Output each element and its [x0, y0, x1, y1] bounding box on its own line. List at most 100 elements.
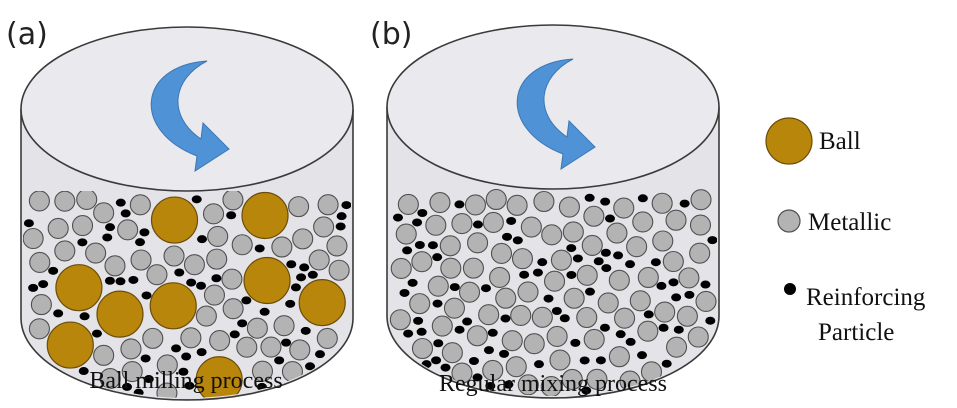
reinforcing-particle: [599, 323, 610, 332]
reinforcing-particle: [335, 222, 346, 231]
reinforcing-particle: [566, 244, 577, 253]
reinforcing-particle: [671, 293, 682, 302]
reinforcing-particle: [462, 317, 473, 326]
reinforcing-particle: [684, 290, 695, 299]
reinforcing-particle: [537, 258, 548, 267]
metallic-particle: [505, 356, 527, 378]
reinforcing-particle: [290, 283, 301, 292]
metallic-particle: [458, 281, 481, 303]
panel-b-label: (b): [370, 17, 412, 52]
metallic-particle: [156, 354, 178, 376]
reinforcing-particle: [135, 238, 146, 247]
container-outline: [386, 107, 720, 399]
reinforcing-particle: [503, 380, 514, 389]
reinforcing-particle: [506, 216, 517, 225]
metallic-particle: [209, 330, 231, 352]
legend-metallic-label: Metallic: [808, 209, 891, 236]
reinforcing-particle: [274, 356, 285, 365]
reinforcing-particle: [120, 209, 131, 218]
reinforcing-particle: [566, 270, 577, 279]
reinforcing-particle: [286, 260, 297, 269]
reinforcing-particle: [625, 260, 636, 269]
metallic-particle: [183, 254, 205, 276]
reinforcing-particle: [485, 381, 496, 390]
metallic-particle: [222, 191, 244, 211]
reinforcing-particle: [499, 349, 510, 358]
mixing-container: [386, 24, 720, 399]
reinforcing-particle: [581, 386, 592, 395]
legend-item-ball: Ball: [765, 117, 861, 165]
metallic-particle: [328, 259, 350, 281]
reinforcing-particle: [196, 348, 207, 357]
reinforcing-particle: [601, 264, 612, 273]
reinforcing-particle: [178, 367, 189, 376]
metallic-particle: [546, 325, 568, 348]
metallic-particle: [632, 211, 654, 233]
reinforcing-particle: [259, 307, 270, 316]
reinforcing-particle: [412, 218, 423, 227]
metallic-particle: [662, 250, 684, 273]
container-lid: [20, 26, 354, 192]
metallic-particle: [292, 228, 314, 250]
metallic-particle: [652, 230, 674, 252]
rotation-arrow: [150, 60, 230, 173]
metallic-particle: [120, 338, 142, 360]
reinforcing-particle: [417, 208, 428, 217]
metallic-particle: [540, 376, 562, 396]
metallic-particle: [142, 327, 164, 349]
ball-particle: [149, 282, 197, 330]
reinforcing-particle: [28, 283, 39, 292]
metallic-particle: [441, 342, 463, 364]
metallic-particle: [202, 203, 225, 225]
reinforcing-particle: [143, 375, 154, 384]
reinforcing-particle: [605, 214, 616, 223]
metallic-particle: [29, 251, 51, 273]
metallic-particle: [517, 281, 539, 303]
reinforcing-particle: [572, 254, 583, 263]
metallic-particle: [608, 346, 630, 368]
metallic-particle: [523, 333, 545, 355]
reinforcing-particle: [615, 330, 626, 339]
metallic-particle: [482, 211, 504, 234]
metallic-particle: [222, 298, 244, 320]
reinforcing-particle: [625, 337, 636, 346]
reinforcing-particle: [432, 253, 443, 262]
metallic-particle: [207, 225, 229, 247]
metallic-particle: [288, 196, 310, 218]
reinforcing-particle: [637, 194, 648, 203]
reinforcing-particle: [585, 287, 596, 296]
metallic-particle: [637, 320, 659, 342]
reinforcing-particle: [48, 266, 59, 275]
ball-particle: [241, 191, 289, 240]
metallic-particle: [390, 257, 412, 280]
reinforcing-particle: [543, 294, 554, 303]
metallic-particle: [581, 234, 603, 256]
metallic-particle: [99, 367, 121, 390]
metallic-particle: [85, 242, 107, 264]
metallic-particle: [129, 194, 151, 216]
reinforcing-particle: [454, 325, 465, 334]
metallic-particle: [558, 196, 580, 218]
metallic-particle: [411, 251, 433, 273]
reinforcing-particle: [707, 236, 717, 245]
reinforcing-particle: [403, 329, 414, 338]
metallic-particle: [251, 360, 274, 382]
arrow-shape: [150, 60, 230, 173]
reinforcing-particle: [115, 277, 126, 286]
reinforcing-particle: [487, 328, 498, 337]
metallic-particle: [146, 264, 168, 286]
metallic-particle: [121, 360, 143, 383]
metallic-particle: [54, 191, 76, 212]
reinforcing-particle: [480, 284, 491, 293]
reinforcing-particle: [78, 367, 89, 376]
reinforcing-particle: [336, 212, 347, 221]
legend: Ball Metallic Reinforcing Particle: [765, 117, 926, 346]
metallic-particle: [506, 194, 528, 216]
reinforcing-particle: [600, 248, 611, 257]
reinforcing-particle: [519, 270, 530, 279]
metallic-particle: [180, 327, 202, 349]
reinforcing-particle: [661, 359, 672, 368]
metallic-particle: [550, 249, 572, 271]
metallic-particle: [583, 205, 605, 227]
